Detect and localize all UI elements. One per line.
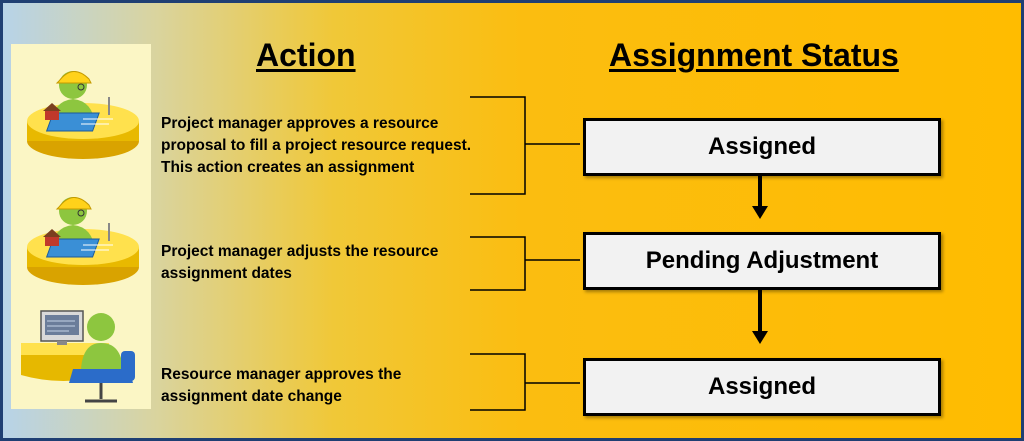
arrow-down-1 [752, 173, 768, 219]
resource-manager-icon [21, 310, 135, 403]
status-box-assigned: Assigned [583, 118, 941, 176]
bracket-action-1 [470, 96, 526, 195]
action-text-approve-proposal: Project manager approves a resource prop… [161, 115, 472, 176]
status-box-pending-adjustment: Pending Adjustment [583, 232, 941, 290]
action-heading: Action [256, 37, 356, 73]
bracket-action-2 [470, 236, 526, 291]
arrow-down-2 [752, 287, 768, 344]
assignment-status-heading: Assignment Status [609, 37, 899, 73]
bracket-action-3 [470, 353, 526, 411]
project-manager-icon [27, 197, 139, 285]
project-manager-icon [27, 71, 139, 159]
status-box-assigned-final: Assigned [583, 358, 941, 416]
connectors-layer [470, 96, 768, 411]
action-text-adjust-dates: Project manager adjusts the resource ass… [161, 243, 439, 282]
action-text-approve-change: Resource manager approves the assignment… [161, 366, 402, 405]
